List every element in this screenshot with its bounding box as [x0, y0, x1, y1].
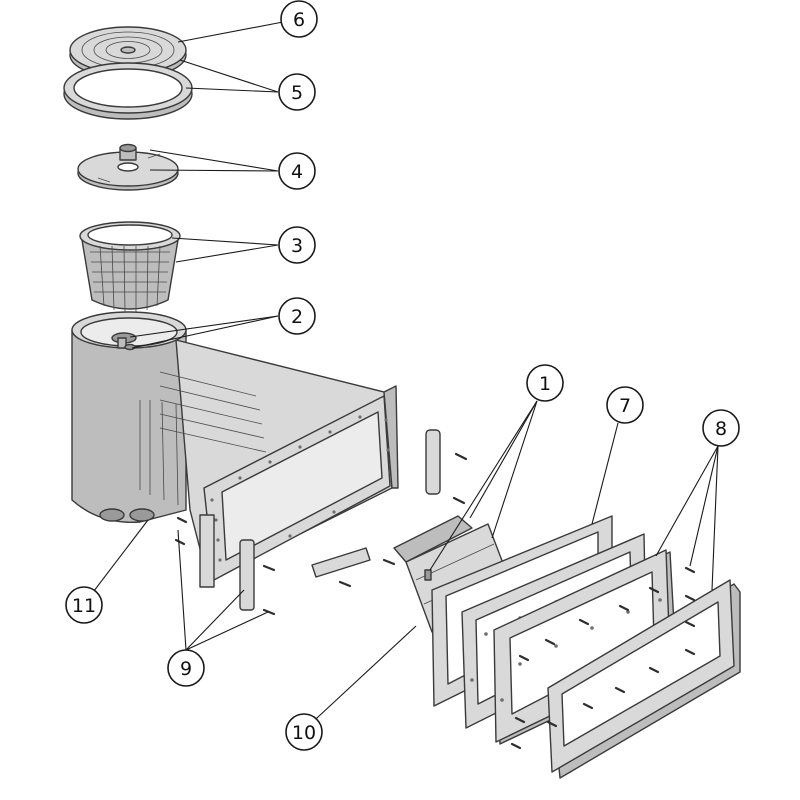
- skimmer-basket: [79, 221, 181, 313]
- callout-10: 10: [285, 713, 323, 751]
- callout-label: 3: [291, 235, 303, 257]
- spacer-bars: [239, 429, 441, 611]
- skimmer-body: [71, 311, 399, 588]
- callout-label: 5: [291, 82, 303, 104]
- callout-5: 5: [278, 73, 316, 111]
- clamp-frame: [493, 549, 677, 745]
- vacuum-plate: [77, 143, 179, 191]
- callout-label: 2: [291, 306, 303, 328]
- callout-label: 6: [293, 9, 305, 31]
- callout-label: 4: [291, 161, 303, 183]
- flow-valve: [111, 332, 137, 351]
- callout-label: 8: [715, 418, 727, 440]
- spacer-screws: [174, 452, 468, 616]
- callout-9: 9: [167, 649, 205, 687]
- callout-3: 3: [278, 226, 316, 264]
- callout-6: 6: [280, 0, 318, 38]
- face-plate: [547, 579, 741, 779]
- callout-label: 7: [619, 395, 631, 417]
- callout-label: 9: [180, 658, 192, 680]
- frame-screws: [510, 566, 696, 750]
- callout-1: 1: [526, 364, 564, 402]
- callout-label: 1: [539, 373, 551, 395]
- callout-label: 10: [292, 722, 316, 744]
- callout-2: 2: [278, 297, 316, 335]
- callout-8: 8: [702, 409, 740, 447]
- callout-label: 11: [72, 595, 96, 617]
- callout-11: 11: [65, 586, 103, 624]
- leader-lines: [83, 21, 719, 731]
- lid-collar: [63, 62, 193, 120]
- callout-7: 7: [606, 386, 644, 424]
- callout-4: 4: [278, 152, 316, 190]
